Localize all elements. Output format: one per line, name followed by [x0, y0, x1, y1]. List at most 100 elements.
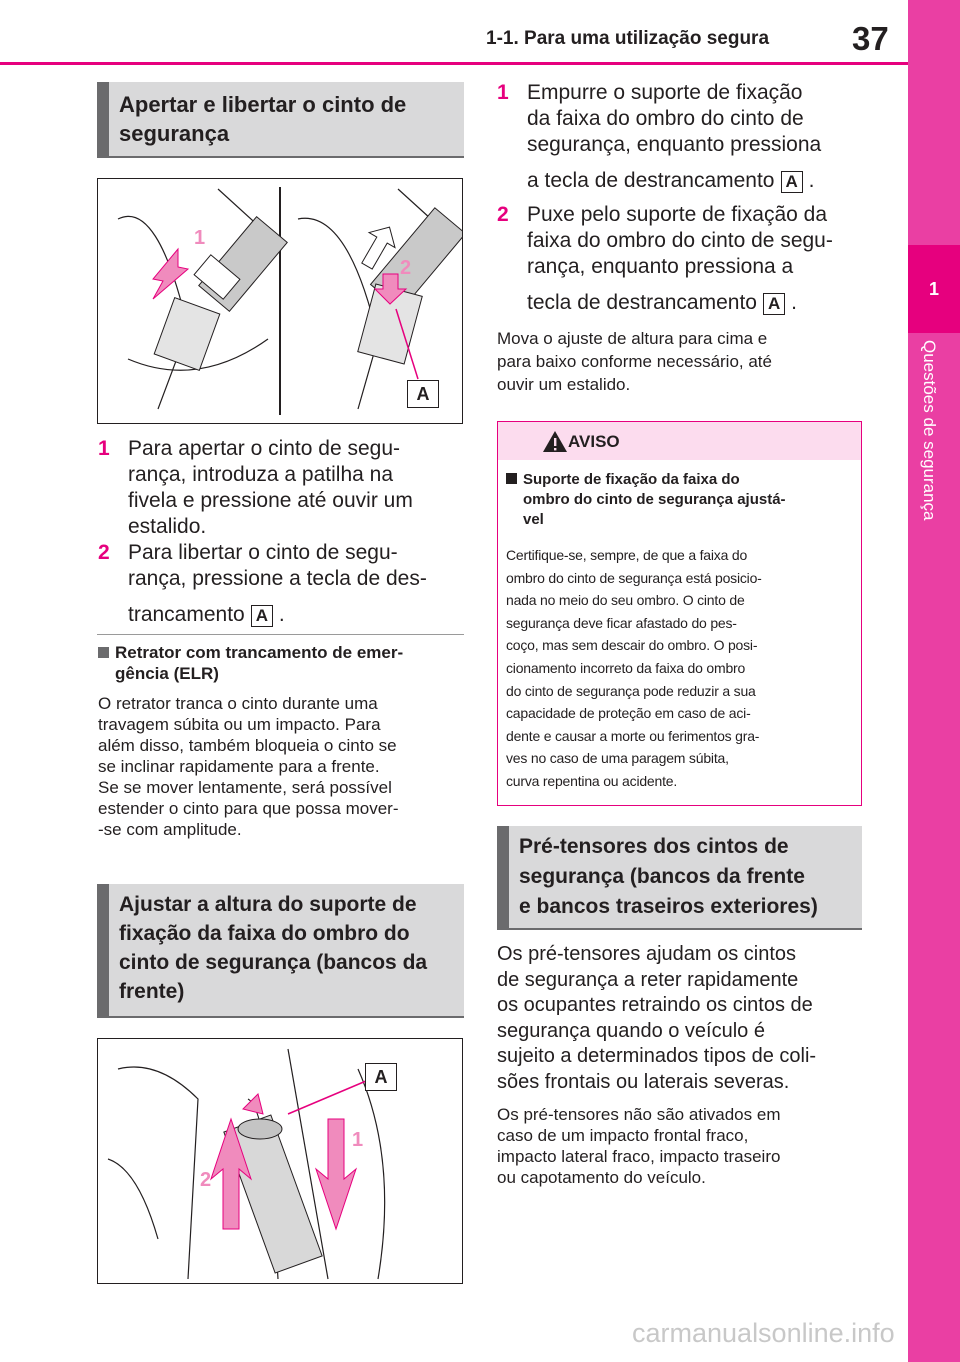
illustration-shoulder-anchor: A 1 2 [97, 1038, 463, 1284]
warning-line: ves no caso de uma paragem súbita, [506, 750, 729, 767]
warning-line: coço, mas sem descair do ombro. O posi- [506, 637, 758, 654]
section-heading-height-adjust: Ajustar a altura do suporte de fixação d… [97, 884, 464, 1018]
heading-line: segurança [119, 121, 230, 146]
adjust-note: Mova o ajuste de altura para cima e para… [497, 327, 867, 396]
heading-line: e bancos traseiros exteriores) [519, 895, 818, 918]
body-line: sujeito a determinados tipos de coli- [497, 1045, 817, 1067]
warning-subtitle: Suporte de fixação da faixa do ombro do … [506, 470, 856, 530]
anchor-drawing [107, 1048, 386, 1280]
step-line: rança, pressione a tecla de des- [128, 567, 427, 590]
body-line: os ocupantes retraindo os cintos de [497, 994, 813, 1016]
body-line: -se com amplitude. [98, 820, 242, 839]
warning-line: capacidade de proteção em caso de aci- [506, 705, 751, 722]
step-end: . [808, 169, 815, 192]
warning-line: nada no meio do seu ombro. O cinto de [506, 592, 745, 609]
step-number: 2 [98, 541, 110, 564]
heading-line: frente) [119, 980, 185, 1003]
step-number: 2 [497, 203, 509, 226]
illustration-buckle: 1 2 A [97, 178, 467, 424]
subheading-line: Retrator com trancamento de emer- [115, 643, 404, 662]
key-a-label: A [780, 171, 803, 193]
body-line: para baixo conforme necessário, até [497, 352, 772, 371]
step-1-fasten: 1 Para apertar o cinto de segu- rança, i… [98, 436, 468, 546]
step-line: Para libertar o cinto de segu- [128, 541, 398, 564]
header-rule [0, 62, 908, 65]
step-end: . [278, 603, 285, 626]
step-line: faixa do ombro do cinto de segu- [527, 229, 833, 252]
step-line: Puxe pelo suporte de fixação da [527, 203, 828, 226]
step-1-push-anchor: 1 Empurre o suporte de fixação da faixa … [497, 80, 877, 200]
body-line: de segurança a reter rapidamente [497, 968, 799, 991]
body-line: Mova o ajuste de altura para cima e [497, 329, 768, 348]
callout-a-box: A [407, 380, 439, 408]
callout-1: 1 [194, 227, 206, 249]
step-line: segurança, enquanto pressiona [527, 133, 822, 156]
callout-a-box: A [365, 1063, 397, 1091]
body-line: sões frontais ou laterais severas. [497, 1070, 790, 1093]
body-line: Os pré-tensores ajudam os cintos [497, 943, 797, 965]
body-line: impacto lateral fraco, impacto traseiro [497, 1147, 781, 1166]
step-line: fivela e pressione até ouvir um [128, 489, 413, 512]
warning-line: cionamento incorreto da faixa do ombro [506, 659, 746, 676]
warning-line: Certifique-se, sempre, de que a faixa do [506, 547, 748, 563]
callout-2: 2 [200, 1169, 212, 1191]
callout-1: 1 [352, 1129, 364, 1151]
callout-2: 2 [400, 257, 412, 279]
chapter-title: Questões de segurança [920, 340, 939, 521]
heading-line: Ajustar a altura do suporte de [119, 893, 417, 916]
step-line: rança, introduza a patilha na [128, 463, 394, 486]
body-line: estender o cinto para que possa mover- [98, 799, 399, 818]
warning-line: curva repentina ou acidente. [506, 772, 678, 789]
chapter-number: 1 [908, 245, 960, 333]
body-line: além disso, também bloqueia o cinto se [98, 736, 397, 755]
body-line: ou capotamento do veículo. [497, 1168, 706, 1187]
pretensioner-note: Os pré-tensores não são ativados em caso… [497, 1104, 877, 1188]
step-line: Empurre o suporte de fixação [527, 81, 803, 104]
warning-box: AVISO Suporte de fixação da faixa do omb… [497, 421, 862, 806]
section-title: 1-1. Para uma utilização segura [486, 28, 770, 49]
step-2-release: 2 Para libertar o cinto de segu- rança, … [98, 540, 468, 630]
body-line: O retrator tranca o cinto durante uma [98, 694, 378, 713]
warning-header: AVISO [498, 422, 861, 460]
step-number: 1 [497, 81, 509, 104]
warning-triangle-icon [543, 431, 567, 452]
step-end: . [791, 291, 797, 314]
body-line: caso de um impacto frontal fraco, [497, 1126, 749, 1145]
warning-line: ombro do cinto de segurança está posicio… [506, 569, 762, 586]
section-heading-fasten: Apertar e libertar o cinto de segurança [97, 82, 464, 158]
warning-line: segurança deve ficar afastado do pes- [506, 614, 737, 631]
subtitle-line: ombro do cinto de segurança ajustá- [523, 491, 786, 508]
subheading-line: gência (ELR) [115, 664, 219, 683]
step-line: a tecla de destrancamento [527, 169, 775, 192]
step-line: Para apertar o cinto de segu- [128, 437, 400, 460]
body-line: segurança quando o veículo é [497, 1019, 765, 1042]
buckle-drawing [117, 187, 467, 415]
subsection-heading-elr: Retrator com trancamento de emer- gência… [98, 642, 468, 684]
heading-line: fixação da faixa do ombro do [119, 922, 410, 945]
heading-line: cinto de segurança (bancos da [119, 951, 428, 974]
pretensioner-body: Os pré-tensores ajudam os cintos de segu… [497, 942, 877, 1095]
divider [97, 634, 464, 635]
step-2-pull-anchor: 2 Puxe pelo suporte de fixação da faixa … [497, 202, 877, 322]
section-heading-pretensioners: Pré-tensores dos cintos de segurança (ba… [497, 826, 862, 930]
body-line: Se se mover lentamente, será possível [98, 778, 392, 797]
body-line: se inclinar rapidamente para a frente. [98, 757, 380, 776]
page-number: 37 [852, 20, 889, 57]
step-line: tecla de destrancamento [527, 291, 757, 314]
body-line: ouvir um estalido. [497, 375, 631, 394]
warning-title: AVISO [568, 432, 620, 451]
warning-body: Certifique-se, sempre, de que a faixa do… [506, 544, 861, 793]
key-a-label: A [250, 605, 274, 627]
body-line: travagem súbita ou um impacto. Para [98, 715, 381, 734]
step-line: da faixa do ombro do cinto de [527, 107, 804, 130]
heading-line: Pré-tensores dos cintos de [519, 835, 789, 858]
chapter-side-tab [908, 0, 960, 1362]
step-line: trancamento [128, 603, 245, 626]
key-a-label: A [762, 293, 786, 315]
step-line: estalido. [128, 515, 207, 538]
heading-line: Apertar e libertar o cinto de [119, 92, 407, 117]
square-bullet-icon [98, 647, 109, 658]
subtitle-line: vel [523, 511, 544, 528]
warning-line: dente e causar a morte ou ferimentos gra… [506, 727, 760, 744]
step-line: rança, enquanto pressiona a [527, 255, 794, 278]
